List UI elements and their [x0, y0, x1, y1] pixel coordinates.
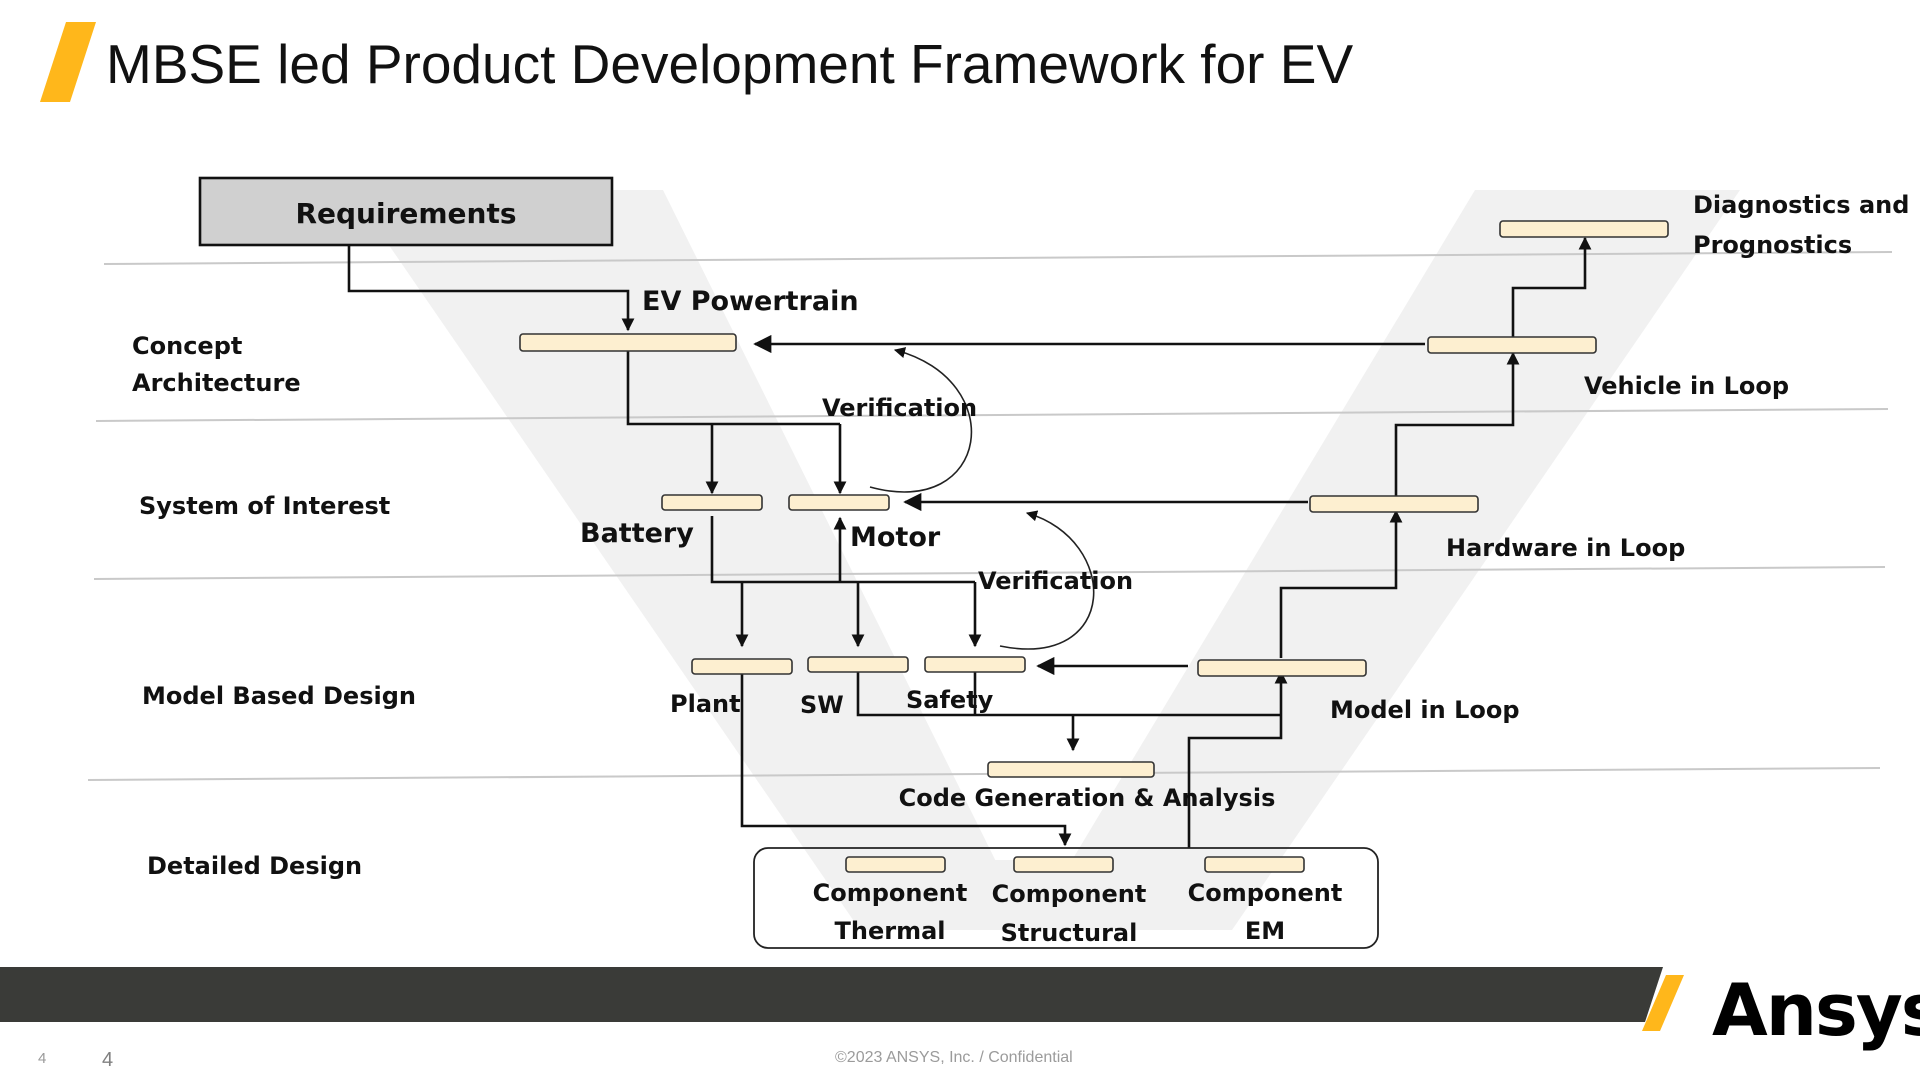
wire-requirements-to-ev — [347, 245, 635, 332]
wire-hil-to-vil — [1394, 351, 1520, 498]
bar-hardware-in-loop — [1309, 495, 1479, 513]
requirements-box — [198, 176, 614, 247]
label-hardware-in-loop: Hardware in Loop — [1446, 534, 1685, 562]
label-verification-2: Verification — [978, 567, 1133, 595]
stage-label-system: System of Interest — [139, 492, 390, 520]
bar-battery — [661, 494, 763, 511]
bar-comp-em — [1204, 856, 1305, 873]
wire-ev-to-branch — [626, 350, 840, 426]
label-ev-powertrain: EV Powertrain — [642, 286, 859, 317]
bar-comp-thermal — [845, 856, 946, 873]
label-vehicle-in-loop: Vehicle in Loop — [1584, 372, 1789, 400]
stage-label-concept-line2: Architecture — [132, 369, 301, 397]
label-code-gen: Code Generation & Analysis — [899, 784, 1276, 812]
v-shape-background-right — [1030, 190, 1740, 930]
label-plant: Plant — [670, 690, 741, 718]
stage-divider-2 — [95, 408, 1889, 422]
label-model-in-loop: Model in Loop — [1330, 696, 1520, 724]
ansys-logo: Ansys — [1712, 968, 1920, 1052]
bar-plant — [691, 658, 793, 675]
verification-arc-2 — [999, 510, 1095, 650]
stage-divider-4 — [87, 767, 1881, 781]
wire-mil-to-hil — [1279, 509, 1403, 658]
bar-sw — [807, 656, 909, 673]
label-comp-em-1: Component — [1188, 879, 1343, 907]
wire-battery-down — [710, 516, 975, 584]
label-sw: SW — [800, 691, 844, 719]
bar-code-gen — [987, 761, 1155, 778]
label-diagnostics-1: Diagnostics and — [1693, 191, 1909, 219]
label-motor: Motor — [850, 522, 941, 553]
bar-vehicle-in-loop — [1427, 336, 1597, 354]
title-accent-slash — [40, 22, 96, 102]
components-container — [753, 847, 1379, 949]
wire-vil-to-diag — [1511, 236, 1592, 340]
bar-comp-structural — [1013, 856, 1114, 873]
label-comp-thermal-2: Thermal — [835, 917, 946, 945]
stage-divider-1 — [103, 251, 1893, 265]
bar-motor — [788, 494, 890, 511]
bar-safety — [924, 656, 1026, 673]
stage-label-detailed: Detailed Design — [147, 852, 362, 880]
footer-bar — [0, 967, 1663, 1022]
bar-ev-powertrain — [519, 333, 737, 352]
verification-arc-1 — [869, 347, 973, 493]
label-comp-structural-1: Component — [992, 880, 1147, 908]
label-safety: Safety — [906, 686, 994, 714]
page-number-small: 4 — [38, 1050, 47, 1067]
requirements-label: Requirements — [295, 197, 516, 230]
v-shape-background — [351, 190, 1030, 930]
stage-divider-3 — [93, 566, 1886, 580]
page-number: 4 — [102, 1049, 114, 1071]
bar-model-in-loop — [1197, 659, 1367, 677]
stage-label-mbd: Model Based Design — [142, 682, 416, 710]
wire-em-to-mil — [1187, 670, 1288, 848]
copyright-notice: ©2023 ANSYS, Inc. / Confidential — [835, 1049, 1073, 1066]
bar-diagnostics — [1499, 220, 1669, 238]
label-comp-structural-2: Structural — [1001, 919, 1138, 947]
slide-title: MBSE led Product Development Framework f… — [106, 33, 1354, 95]
label-diagnostics-2: Prognostics — [1693, 231, 1852, 259]
stage-label-concept-line1: Concept — [132, 332, 242, 360]
label-comp-thermal-1: Component — [813, 879, 968, 907]
wire-plant-to-components — [740, 666, 1072, 847]
label-verification-1: Verification — [822, 394, 977, 422]
wire-sw-to-join — [856, 666, 1281, 717]
label-battery: Battery — [580, 518, 694, 549]
label-comp-em-2: EM — [1245, 917, 1285, 945]
ansys-logo-slash — [1642, 975, 1684, 1031]
